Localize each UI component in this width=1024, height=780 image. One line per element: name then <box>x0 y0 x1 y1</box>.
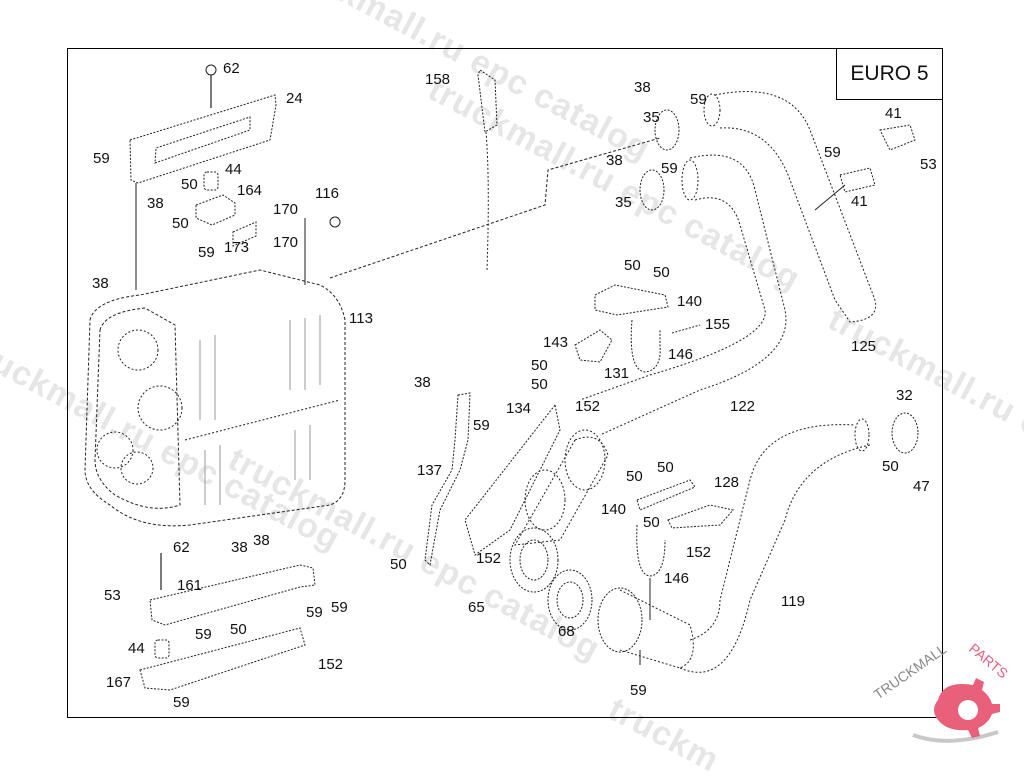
part-label[interactable]: 50 <box>624 257 641 274</box>
part-label[interactable]: 116 <box>315 185 339 202</box>
logo-text-truckmall: TRUCKMALL <box>871 641 950 703</box>
part-label[interactable]: 32 <box>896 387 913 404</box>
part-label[interactable]: 50 <box>643 514 660 531</box>
part-label[interactable]: 50 <box>882 458 899 475</box>
part-label[interactable]: 140 <box>601 501 627 518</box>
part-label[interactable]: 38 <box>253 532 270 549</box>
part-label[interactable]: 119 <box>781 593 805 610</box>
part-label[interactable]: 161 <box>177 577 203 594</box>
bushing-44 <box>154 639 170 659</box>
catalyst-tube <box>514 429 609 546</box>
part-label[interactable]: 35 <box>643 109 660 126</box>
part-label[interactable]: 170 <box>273 234 299 251</box>
pipe-119 <box>679 418 871 673</box>
euro-5-badge: EURO 5 <box>836 48 943 100</box>
part-label[interactable]: 146 <box>668 346 694 363</box>
part-label[interactable]: 68 <box>558 623 575 640</box>
part-label[interactable]: 35 <box>615 194 632 211</box>
part-label[interactable]: 128 <box>714 474 740 491</box>
part-label[interactable]: 50 <box>657 459 674 476</box>
part-label[interactable]: 50 <box>230 621 247 638</box>
part-label[interactable]: 50 <box>531 357 548 374</box>
pipe-125 <box>703 91 877 323</box>
bracket-161 <box>149 564 316 626</box>
part-label[interactable]: 134 <box>506 400 532 417</box>
part-label[interactable]: 38 <box>92 275 109 292</box>
pipe-122 <box>579 154 787 436</box>
gasket-68 <box>547 569 593 631</box>
part-label[interactable]: 173 <box>224 239 250 256</box>
part-label[interactable]: 47 <box>913 478 930 495</box>
part-label[interactable]: 50 <box>172 215 189 232</box>
truckmallparts-logo: TRUCKMALL PARTS <box>871 640 1011 743</box>
part-label[interactable]: 59 <box>331 599 348 616</box>
part-label[interactable]: 59 <box>173 694 190 711</box>
part-label[interactable]: 155 <box>705 316 731 333</box>
part-label[interactable]: 38 <box>606 152 623 169</box>
exploded-parts-drawing <box>84 64 919 691</box>
part-label[interactable]: 131 <box>604 365 630 382</box>
logo-text-parts: PARTS <box>966 640 1011 681</box>
part-label[interactable]: 164 <box>237 182 263 199</box>
part-label[interactable]: 170 <box>273 201 299 218</box>
part-label[interactable]: 59 <box>661 160 678 177</box>
part-label[interactable]: 50 <box>531 376 548 393</box>
part-label[interactable]: 38 <box>231 539 248 556</box>
part-label[interactable]: 59 <box>198 244 215 261</box>
part-label[interactable]: 50 <box>626 468 643 485</box>
part-label[interactable]: 50 <box>181 176 198 193</box>
logo-swoosh <box>912 730 999 743</box>
part-label[interactable]: 59 <box>306 604 323 621</box>
part-label[interactable]: 152 <box>686 544 712 561</box>
part-label[interactable]: 152 <box>318 656 344 673</box>
part-label[interactable]: 62 <box>173 539 190 556</box>
part-label[interactable]: 59 <box>93 150 110 167</box>
part-label[interactable]: 125 <box>851 338 877 355</box>
part-label[interactable]: 143 <box>543 334 569 351</box>
flange <box>509 527 559 593</box>
part-label[interactable]: 140 <box>677 293 703 310</box>
part-label[interactable]: 41 <box>885 105 902 122</box>
part-label[interactable]: 137 <box>417 462 443 479</box>
bracket-24 <box>129 94 277 184</box>
part-label[interactable]: 152 <box>476 550 502 567</box>
part-label[interactable]: 65 <box>468 599 485 616</box>
part-label[interactable]: 24 <box>286 90 303 107</box>
part-label[interactable]: 59 <box>473 417 490 434</box>
part-label[interactable]: 59 <box>824 144 841 161</box>
part-label[interactable]: 38 <box>147 195 164 212</box>
mount-164 <box>195 171 257 247</box>
part-label[interactable]: 113 <box>349 310 373 327</box>
part-label[interactable]: 38 <box>414 374 431 391</box>
part-label[interactable]: 122 <box>730 398 756 415</box>
part-label[interactable]: 50 <box>390 556 407 573</box>
part-label[interactable]: 53 <box>104 587 121 604</box>
part-label[interactable]: 44 <box>225 161 242 178</box>
part-label[interactable]: 59 <box>195 626 212 643</box>
part-label[interactable]: 59 <box>690 91 707 108</box>
part-label[interactable]: 38 <box>634 79 651 96</box>
part-label[interactable]: 53 <box>920 156 937 173</box>
part-label[interactable]: 152 <box>575 398 601 415</box>
gasket-32 <box>891 412 919 454</box>
muffler-box <box>84 269 346 527</box>
part-label[interactable]: 59 <box>630 682 647 699</box>
part-label[interactable]: 158 <box>425 71 451 88</box>
part-label[interactable]: 62 <box>223 60 240 77</box>
part-label[interactable]: 41 <box>851 193 868 210</box>
diagram-frame <box>67 48 943 718</box>
bracket-167 <box>139 627 306 691</box>
part-label[interactable]: 50 <box>653 264 670 281</box>
part-label[interactable]: 146 <box>664 570 690 587</box>
part-label[interactable]: 44 <box>128 640 145 657</box>
part-label[interactable]: 167 <box>106 674 132 691</box>
